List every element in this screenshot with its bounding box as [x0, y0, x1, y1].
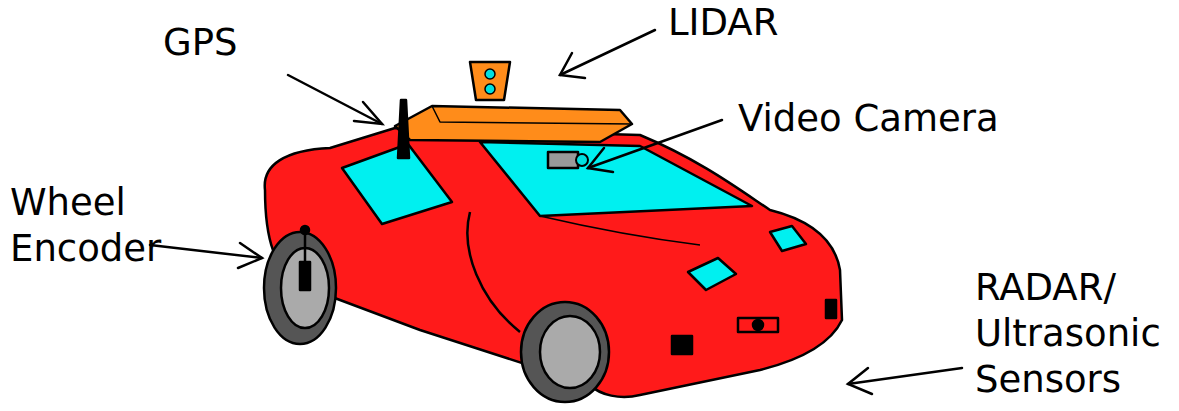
sensor-label: GPS: [163, 20, 237, 66]
sensor-label: Video Camera: [738, 96, 999, 142]
sensor-label: LIDAR: [668, 0, 778, 46]
sensor-label: Wheel Encoder: [10, 180, 185, 272]
sensor-label: RADAR/ Ultrasonic Sensors: [975, 265, 1175, 403]
